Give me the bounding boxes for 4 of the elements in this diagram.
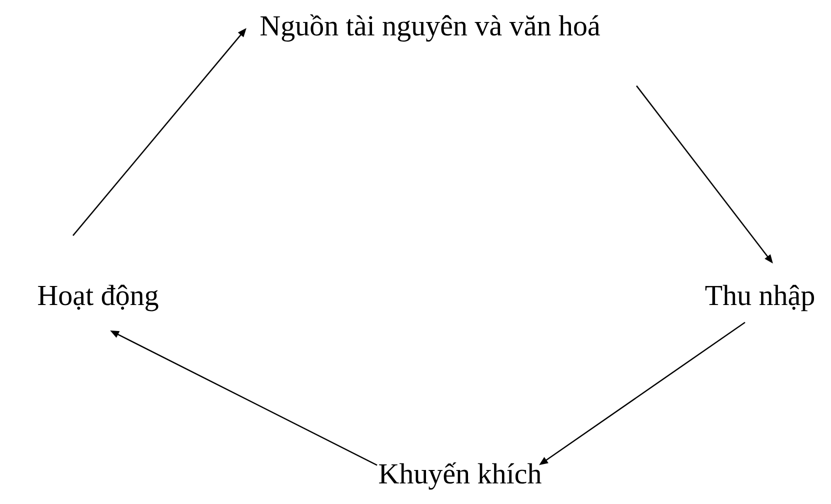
node-label: Nguồn tài nguyên và văn hoá (260, 14, 600, 42)
node-label: Hoạt động (38, 284, 158, 312)
node-label: Thu nhập (705, 284, 814, 312)
node-label: Khuyến khích (379, 462, 542, 490)
